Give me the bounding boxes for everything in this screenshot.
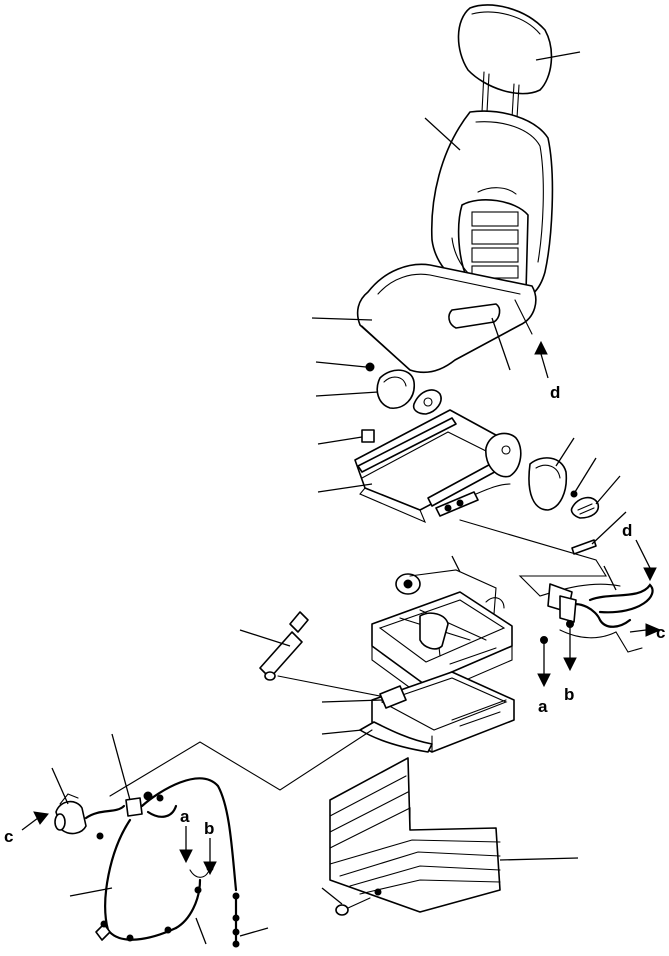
leader-adjust-knob (409, 569, 497, 615)
leader-seat-frame (317, 483, 373, 493)
leader-seat-cushion (311, 317, 373, 321)
seat-back (430, 110, 554, 301)
frame-link (459, 519, 607, 597)
leader-lever-cover (315, 391, 379, 397)
arrow-c-harness (33, 811, 49, 825)
leader-screw (321, 887, 343, 905)
adjust-knob (395, 573, 421, 595)
suspension-base (359, 671, 515, 753)
leader-bellows-cover (499, 857, 579, 861)
armrest-pad (528, 457, 568, 511)
bolt-armrest (570, 490, 578, 498)
knob (570, 496, 600, 519)
bracket-clip (412, 389, 442, 415)
arrow-b-main (563, 657, 577, 672)
headrest (457, 4, 553, 119)
label-a-main: a (538, 697, 548, 716)
bolt-small (365, 362, 375, 372)
leader-harness-clamp (195, 917, 207, 945)
leader-harness-main (69, 887, 113, 897)
leader-harness-end (239, 927, 269, 937)
gas-spring (259, 611, 309, 681)
label-d-main: d (550, 383, 560, 402)
bellows-cover (329, 757, 501, 913)
leader-bolt-armrest (574, 457, 597, 493)
leader-headrest (535, 51, 581, 61)
lever-cover (376, 369, 415, 409)
label-c-main: c (656, 623, 665, 642)
leader-relay (111, 733, 131, 801)
plate-small (361, 429, 375, 443)
leader-armrest-pad (555, 437, 575, 467)
leader-bolt-small (315, 361, 367, 368)
seat-cushion (356, 263, 537, 374)
leader-plug (51, 767, 69, 805)
label-b-main: b (564, 685, 574, 704)
leader-slide-lock (321, 699, 383, 703)
leader-seat-pad (491, 317, 511, 371)
label-a-harness: a (180, 807, 190, 826)
arrow-d-side (643, 567, 657, 582)
label-b-harness: b (204, 819, 214, 838)
arrow-b-harness (203, 861, 217, 876)
screw (335, 897, 371, 916)
arrow-a-main (537, 673, 551, 688)
switch-harness (547, 583, 654, 653)
arrow-d-main (534, 340, 548, 355)
leader-seat-back (424, 117, 461, 151)
lever-pin (571, 539, 597, 555)
label-d-side: d (622, 521, 632, 540)
leader-knob (595, 475, 621, 505)
leader-base-handle (321, 729, 363, 735)
arrow-a-harness (179, 849, 193, 864)
leader-lever-pin (591, 511, 627, 545)
leader-gas-spring (239, 629, 291, 647)
harness-route (109, 729, 373, 797)
label-c-harness: c (4, 827, 13, 846)
leader-plate-small (317, 436, 363, 445)
gas-spring-link (277, 675, 401, 701)
seat-frame (354, 409, 522, 524)
